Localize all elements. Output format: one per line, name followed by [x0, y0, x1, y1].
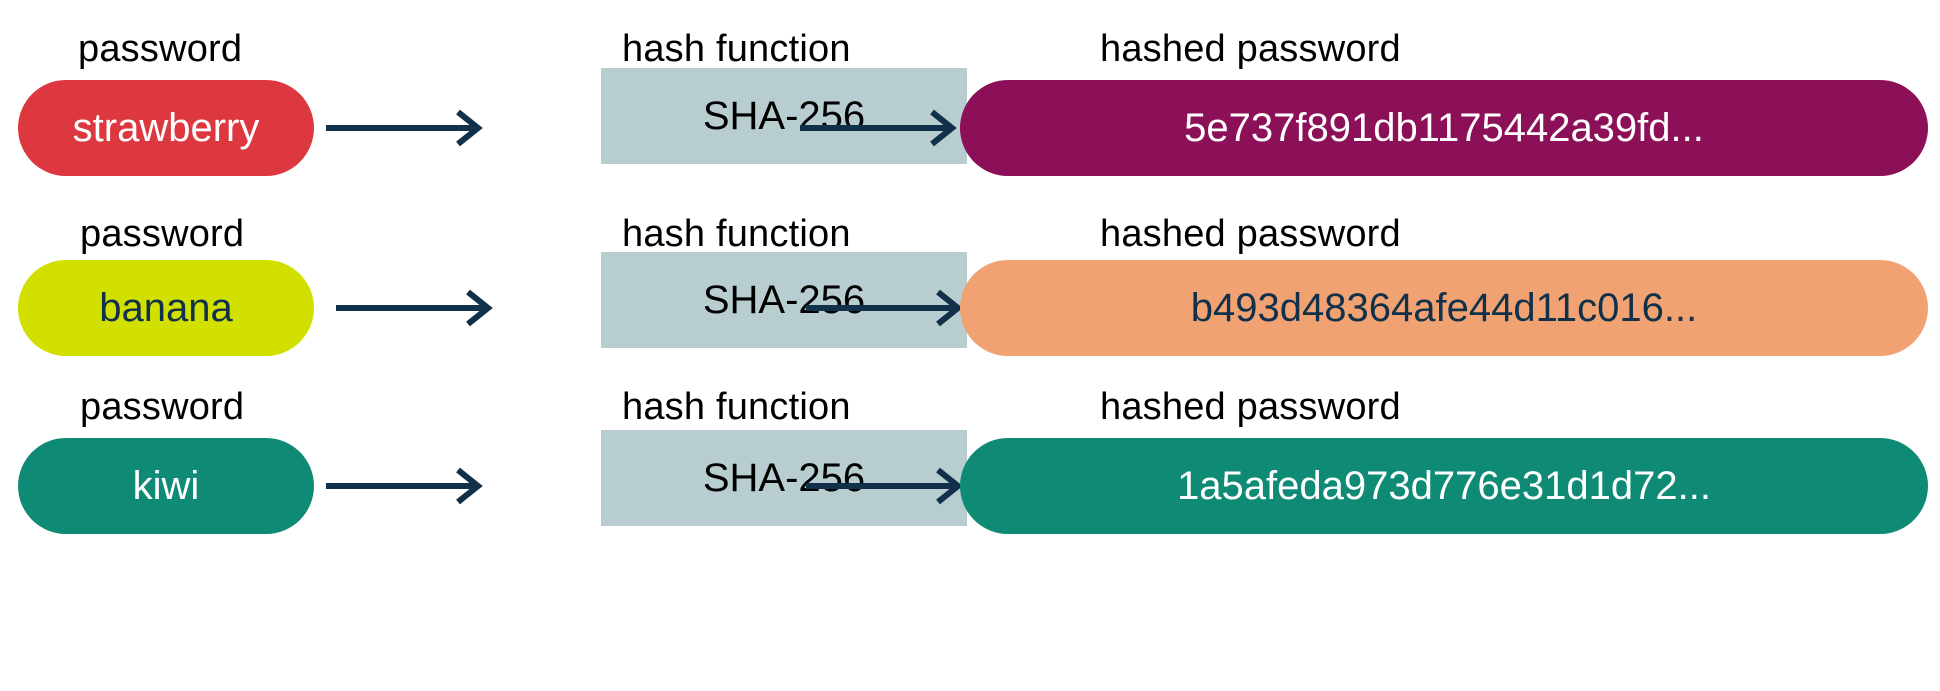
hash-function-box[interactable]: SHA-256	[601, 68, 967, 164]
password-label: password	[80, 213, 245, 255]
hash-function-box[interactable]: SHA-256	[601, 430, 967, 526]
hashed-password-pill[interactable]: 1a5afeda973d776e31d1d72...	[960, 438, 1928, 534]
diagram-row: password banana hash function SHA-256 ha…	[0, 180, 1940, 410]
password-pill[interactable]: banana	[18, 260, 314, 356]
diagram-row: password kiwi hash function SHA-256 hash…	[0, 360, 1940, 590]
arrow-hash-to-output-icon	[806, 289, 963, 327]
hashed-password-label: hashed password	[1100, 386, 1401, 428]
password-label: password	[78, 28, 243, 70]
arrow-hash-to-output-icon	[806, 467, 963, 505]
arrow-password-to-hash-icon	[326, 467, 483, 505]
password-label: password	[80, 386, 245, 428]
arrow-hash-to-output-icon	[800, 109, 957, 147]
hashed-password-label: hashed password	[1100, 28, 1401, 70]
hashed-password-pill[interactable]: 5e737f891db1175442a39fd...	[960, 80, 1928, 176]
hashed-password-label: hashed password	[1100, 213, 1401, 255]
hashed-password-pill[interactable]: b493d48364afe44d11c016...	[960, 260, 1928, 356]
arrow-password-to-hash-icon	[336, 289, 493, 327]
arrow-password-to-hash-icon	[326, 109, 483, 147]
hash-function-label: hash function	[622, 213, 851, 255]
diagram-row: password strawberry hash function SHA-25…	[0, 0, 1940, 230]
hash-function-box[interactable]: SHA-256	[601, 252, 967, 348]
hash-function-label: hash function	[622, 28, 851, 70]
password-pill[interactable]: kiwi	[18, 438, 314, 534]
hash-function-label: hash function	[622, 386, 851, 428]
password-pill[interactable]: strawberry	[18, 80, 314, 176]
